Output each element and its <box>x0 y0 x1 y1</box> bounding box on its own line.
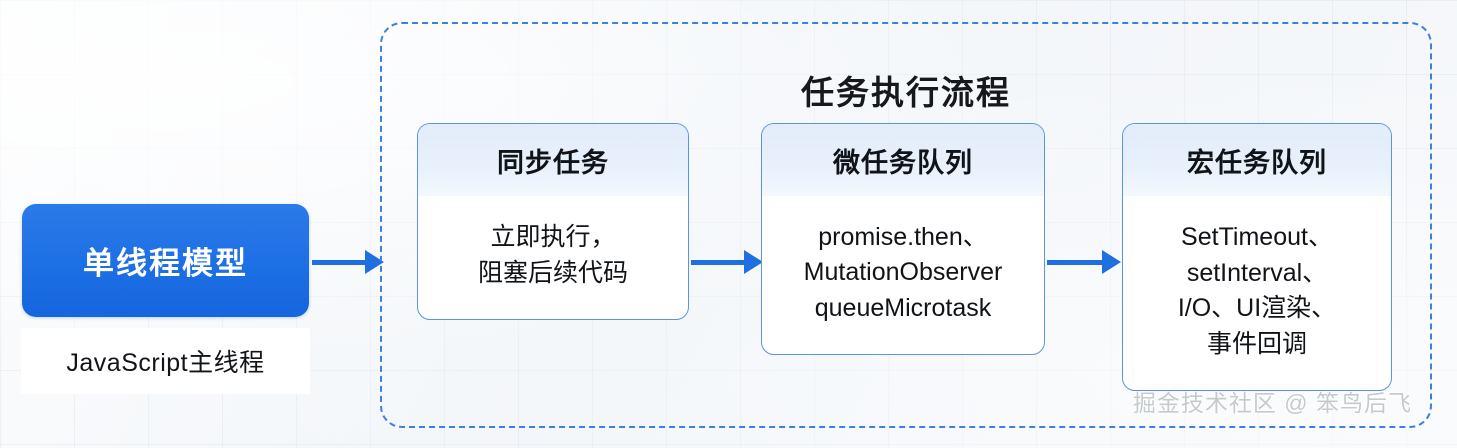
arrow-head <box>365 250 384 274</box>
arrow-head <box>744 250 763 274</box>
stage-header-label: 同步任务 <box>497 147 609 178</box>
single-thread-model-node[interactable]: 单线程模型 <box>22 204 309 317</box>
arrow-source-to-sync-icon <box>312 250 384 274</box>
stage-card-macrotask[interactable]: 宏任务队列 SetTimeout、 setInterval、 I/O、UI渲染、… <box>1122 123 1392 391</box>
single-thread-group: 单线程模型 JavaScript主线程 <box>22 204 309 393</box>
stage-body-microtask: promise.then、 MutationObserver queueMicr… <box>762 196 1044 354</box>
watermark-text: 掘金技术社区 @ 笨鸟后飞 <box>1132 390 1412 416</box>
stage-header-sync: 同步任务 <box>418 124 688 196</box>
arrow-sync-to-microtask-icon <box>691 250 763 274</box>
stage-header-label: 宏任务队列 <box>1187 147 1327 178</box>
arrow-line <box>312 259 365 265</box>
arrow-head <box>1102 250 1121 274</box>
stage-card-microtask[interactable]: 微任务队列 promise.then、 MutationObserver que… <box>761 123 1045 355</box>
stage-header-microtask: 微任务队列 <box>762 124 1044 196</box>
stage-body-label: 立即执行， 阻塞后续代码 <box>477 223 628 287</box>
stage-body-macrotask: SetTimeout、 setInterval、 I/O、UI渲染、 事件回调 <box>1123 196 1391 390</box>
stage-inner: 宏任务队列 SetTimeout、 setInterval、 I/O、UI渲染、… <box>1123 124 1391 390</box>
arrow-line <box>1047 259 1102 265</box>
stage-card-sync[interactable]: 同步任务 立即执行， 阻塞后续代码 <box>417 123 689 320</box>
stage-body-label: promise.then、 MutationObserver queueMicr… <box>803 222 1003 322</box>
task-execution-flow-container: 任务执行流程 掘金技术社区 @ 笨鸟后飞 <box>380 22 1432 428</box>
arrow-microtask-to-macrotask-icon <box>1047 250 1121 274</box>
stage-header-macrotask: 宏任务队列 <box>1123 124 1391 196</box>
stage-inner: 同步任务 立即执行， 阻塞后续代码 <box>418 124 688 319</box>
flow-container-title: 任务执行流程 <box>801 74 1011 111</box>
stage-body-sync: 立即执行， 阻塞后续代码 <box>418 196 688 319</box>
single-thread-model-label: 单线程模型 <box>83 246 248 281</box>
javascript-main-thread-node[interactable]: JavaScript主线程 <box>22 329 309 393</box>
javascript-main-thread-label: JavaScript主线程 <box>66 349 265 377</box>
stage-header-label: 微任务队列 <box>833 147 973 178</box>
arrow-line <box>691 259 744 265</box>
stage-inner: 微任务队列 promise.then、 MutationObserver que… <box>762 124 1044 354</box>
stage-body-label: SetTimeout、 setInterval、 I/O、UI渲染、 事件回调 <box>1177 223 1337 358</box>
